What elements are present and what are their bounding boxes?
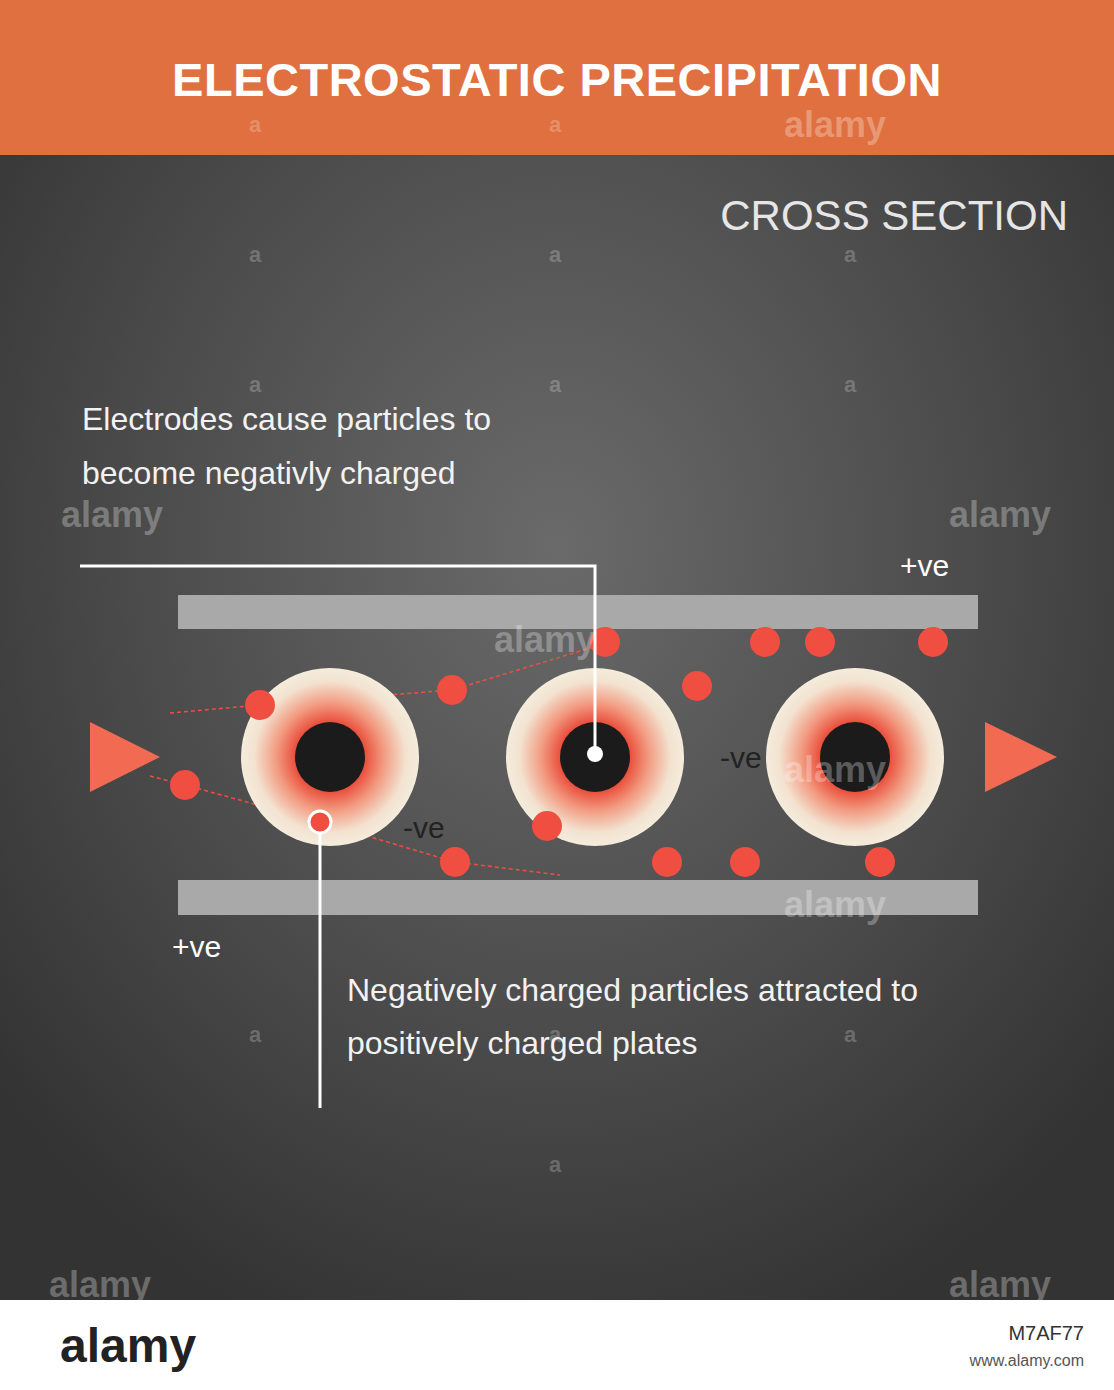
watermark: a bbox=[249, 372, 261, 398]
footer-url: www.alamy.com bbox=[970, 1352, 1084, 1370]
watermark: a bbox=[549, 242, 561, 268]
watermark: alamy bbox=[784, 104, 886, 146]
callout-text: Negatively charged particles attracted t… bbox=[347, 964, 947, 1070]
watermark: alamy bbox=[49, 1264, 151, 1306]
watermark: alamy bbox=[949, 494, 1051, 536]
polarity-label: +ve bbox=[900, 549, 949, 583]
watermark: a bbox=[249, 1022, 261, 1048]
watermark: alamy bbox=[784, 749, 886, 791]
footer-logo: alamy bbox=[60, 1318, 196, 1373]
background bbox=[0, 0, 1114, 1300]
title-bar bbox=[0, 0, 1114, 155]
callout-text: Electrodes cause particles to become neg… bbox=[82, 392, 522, 500]
watermark: alamy bbox=[949, 1264, 1051, 1306]
watermark: a bbox=[549, 372, 561, 398]
watermark: alamy bbox=[784, 884, 886, 926]
image-id: M7AF77 bbox=[1008, 1322, 1084, 1345]
flow-arrow bbox=[985, 722, 1057, 792]
watermark: a bbox=[249, 242, 261, 268]
title: ELECTROSTATIC PRECIPITATION bbox=[0, 0, 1114, 155]
particle bbox=[170, 627, 948, 877]
watermark: a bbox=[249, 112, 261, 138]
section-label: CROSS SECTION bbox=[720, 192, 1068, 240]
watermark: a bbox=[549, 1152, 561, 1178]
polarity-label: -ve bbox=[403, 811, 445, 845]
polarity-label: -ve bbox=[720, 741, 762, 775]
flow-arrow bbox=[90, 722, 160, 792]
watermark: a bbox=[844, 372, 856, 398]
electrode bbox=[241, 668, 944, 846]
leader-dot bbox=[309, 811, 331, 833]
footer-strip bbox=[0, 1300, 1114, 1390]
watermark: a bbox=[844, 242, 856, 268]
polarity-label: +ve bbox=[172, 930, 221, 964]
watermark: alamy bbox=[494, 619, 596, 661]
watermark: a bbox=[549, 112, 561, 138]
watermark: a bbox=[844, 1022, 856, 1048]
watermark: alamy bbox=[61, 494, 163, 536]
leader-dot bbox=[587, 746, 603, 762]
